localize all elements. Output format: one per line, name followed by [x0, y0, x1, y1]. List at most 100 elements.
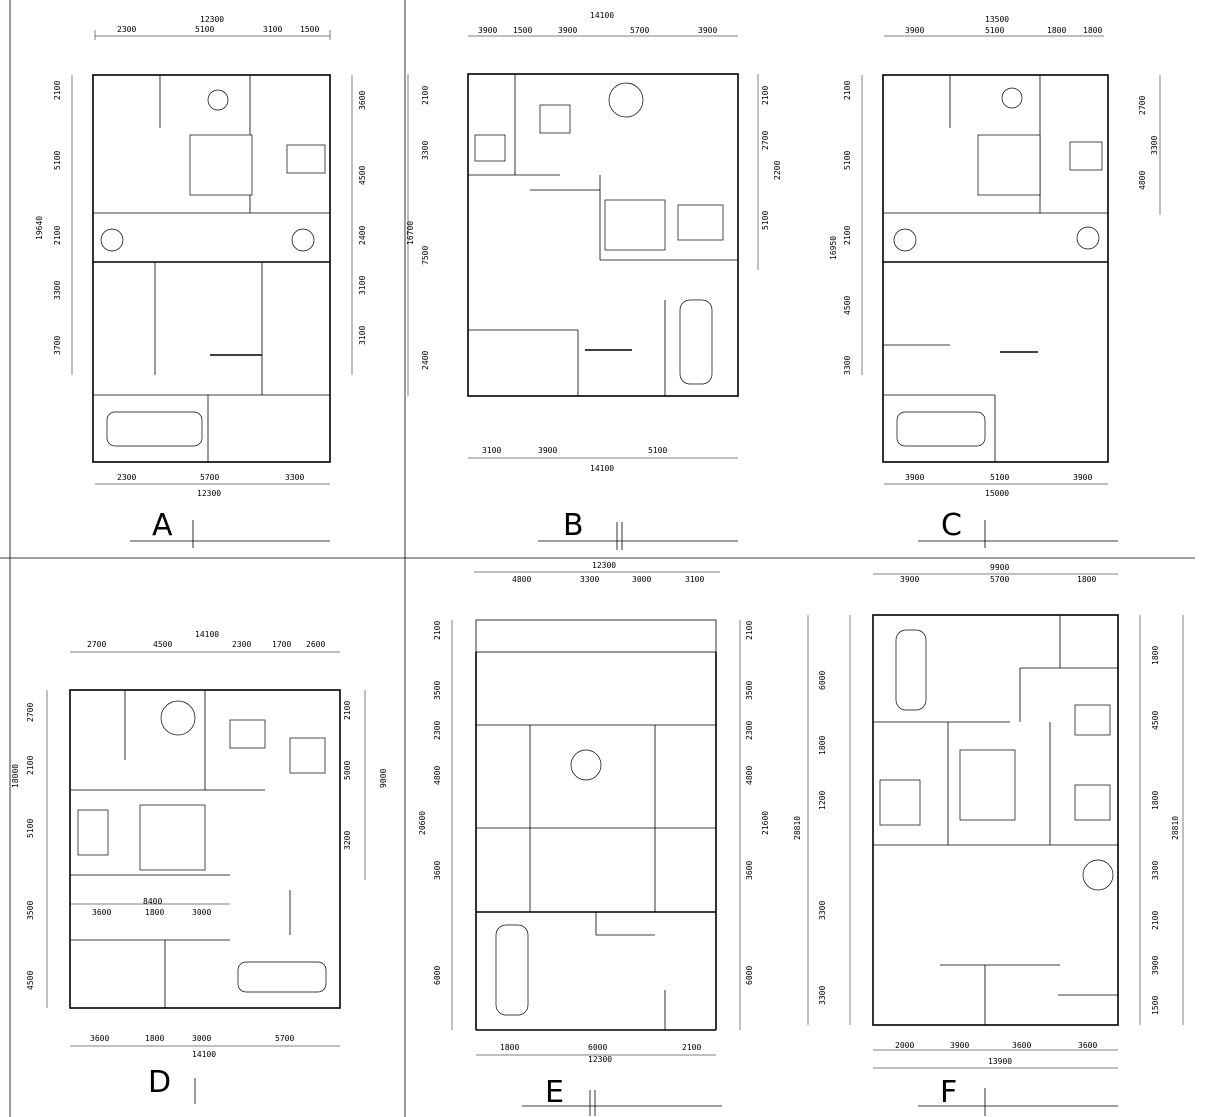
plan-d-right-part: 5000 — [343, 761, 352, 780]
plan-b-left-part: 2100 — [421, 86, 430, 105]
plan-f-right-part: 3900 — [1151, 956, 1160, 975]
plan-e-top-part: 3300 — [580, 575, 599, 584]
plan-a-left-overall: 19640 — [35, 216, 44, 240]
plan-c-bottom-overall: 15000 — [985, 489, 1009, 498]
plan-f-left-part: 3300 — [818, 901, 827, 920]
plan-f-left-part: 3300 — [818, 986, 827, 1005]
plan-f-bottom-part: 3600 — [1012, 1041, 1031, 1050]
plan-b-left-part: 7500 — [421, 246, 430, 265]
plan-a-right-part: 3600 — [358, 91, 367, 110]
plan-e-top-overall: 12300 — [592, 561, 616, 570]
plan-d: 14100 2700 4500 2300 1700 2600 8400 3600… — [11, 630, 388, 1104]
plan-b-top-part: 5700 — [630, 26, 649, 35]
plan-d-bottom-part: 1800 — [145, 1034, 164, 1043]
plan-b-bottom-overall: 14100 — [590, 464, 614, 473]
plan-b-top-overall: 14100 — [590, 11, 614, 20]
plan-a-top-part: 5100 — [195, 25, 214, 34]
plan-d-inner-part: 1800 — [145, 908, 164, 917]
plan-d-left-overall: 18000 — [11, 764, 20, 788]
plan-c-top-part: 3900 — [905, 26, 924, 35]
plan-d-right-overall: 9000 — [379, 769, 388, 788]
plan-b-left-overall: 16700 — [406, 221, 415, 245]
plan-e-right-part: 2100 — [745, 621, 754, 640]
plan-d-top-part: 2600 — [306, 640, 325, 649]
plan-e-left-part: 3500 — [433, 681, 442, 700]
plan-f-top-part: 3900 — [900, 575, 919, 584]
plan-a-bottom-part: 2300 — [117, 473, 136, 482]
plan-f-left-part: 1800 — [818, 736, 827, 755]
plan-e: 12300 4800 3300 3000 3100 2100 3500 2300… — [418, 561, 770, 1116]
plan-d-bottom-part: 5700 — [275, 1034, 294, 1043]
plan-e-left-part: 6000 — [433, 966, 442, 985]
plan-c: 13500 3900 5100 1800 1800 2100 5100 2100… — [829, 15, 1161, 548]
plan-f-right-part: 2100 — [1151, 911, 1160, 930]
plan-a-left-part: 3300 — [53, 281, 62, 300]
plan-c-top-part: 5100 — [985, 26, 1004, 35]
plan-b-left-part: 2400 — [421, 351, 430, 370]
plan-e-right-part: 4800 — [745, 766, 754, 785]
plan-d-inner-part: 3000 — [192, 908, 211, 917]
plan-a-left-part: 2100 — [53, 81, 62, 100]
plan-c-left-part: 2100 — [843, 226, 852, 245]
plan-a-right-part: 4500 — [358, 166, 367, 185]
plan-e-left-part: 2100 — [433, 621, 442, 640]
plan-d-left-part: 2700 — [26, 703, 35, 722]
plan-a-right-part: 2400 — [358, 226, 367, 245]
plan-f-left-part: 6000 — [818, 671, 827, 690]
plan-d-right-part: 3200 — [343, 831, 352, 850]
plan-a-bottom-part: 5700 — [200, 473, 219, 482]
plan-a-left-part: 3700 — [53, 336, 62, 355]
plan-d-left-part: 2100 — [26, 756, 35, 775]
plan-c-left-part: 5100 — [843, 151, 852, 170]
plan-f-right-overall: 28810 — [1171, 816, 1180, 840]
plan-c-bottom-part: 5100 — [990, 473, 1009, 482]
plan-c-left-overall: 16950 — [829, 236, 838, 260]
plan-e-left-overall: 20600 — [418, 811, 427, 835]
plan-a-right-part: 3100 — [358, 276, 367, 295]
plan-c-left-part: 4500 — [843, 296, 852, 315]
plan-e-right-part: 3600 — [745, 861, 754, 880]
plan-c-left-part: 2100 — [843, 81, 852, 100]
plan-a-right-part: 3100 — [358, 326, 367, 345]
plan-e-label: E — [545, 1075, 564, 1110]
plan-b-right-part: 2700 — [761, 131, 770, 150]
plan-d-bottom-part: 3600 — [90, 1034, 109, 1043]
plan-a-left-part: 5100 — [53, 151, 62, 170]
plan-f-top-part: 1800 — [1077, 575, 1096, 584]
plan-d-left-part: 3500 — [26, 901, 35, 920]
plan-c-top-overall: 13500 — [985, 15, 1009, 24]
plan-c-left-part: 3300 — [843, 356, 852, 375]
plan-f-right-part: 4500 — [1151, 711, 1160, 730]
plan-a-top-overall: 12300 — [200, 15, 224, 24]
plan-f-bottom-part: 2000 — [895, 1041, 914, 1050]
plan-e-left-part: 4800 — [433, 766, 442, 785]
plan-d-inner-overall: 8400 — [143, 897, 162, 906]
plan-f-right-part: 1500 — [1151, 996, 1160, 1015]
plan-d-bottom-part: 3000 — [192, 1034, 211, 1043]
plan-e-top-part: 3000 — [632, 575, 651, 584]
plan-a-top-part: 2300 — [117, 25, 136, 34]
plan-b-top-part: 3900 — [698, 26, 717, 35]
plan-e-right-part: 3500 — [745, 681, 754, 700]
plan-e-right-part: 6000 — [745, 966, 754, 985]
plan-b-label: B — [563, 508, 584, 543]
plan-f-bottom-part: 3900 — [950, 1041, 969, 1050]
plan-e-left-part: 2300 — [433, 721, 442, 740]
plan-c-bottom-part: 3900 — [905, 473, 924, 482]
plan-f-bottom-overall: 13900 — [988, 1057, 1012, 1066]
plan-a-bottom-overall: 12300 — [197, 489, 221, 498]
plan-e-bottom-part: 1800 — [500, 1043, 519, 1052]
plan-d-bottom-overall: 14100 — [192, 1050, 216, 1059]
plan-d-top-overall: 14100 — [195, 630, 219, 639]
plan-f-bottom-part: 3600 — [1078, 1041, 1097, 1050]
plan-f-top-part: 5700 — [990, 575, 1009, 584]
plan-a-left-part: 2100 — [53, 226, 62, 245]
plan-b-left-part: 3300 — [421, 141, 430, 160]
plan-e-right-part: 2300 — [745, 721, 754, 740]
plan-d-top-part: 4500 — [153, 640, 172, 649]
plan-f: 9900 3900 5700 1800 6000 1800 1200 3300 … — [793, 563, 1184, 1116]
plan-d-label: D — [148, 1065, 171, 1100]
plan-a-top-part: 1500 — [300, 25, 319, 34]
plan-e-bottom-part: 6000 — [588, 1043, 607, 1052]
